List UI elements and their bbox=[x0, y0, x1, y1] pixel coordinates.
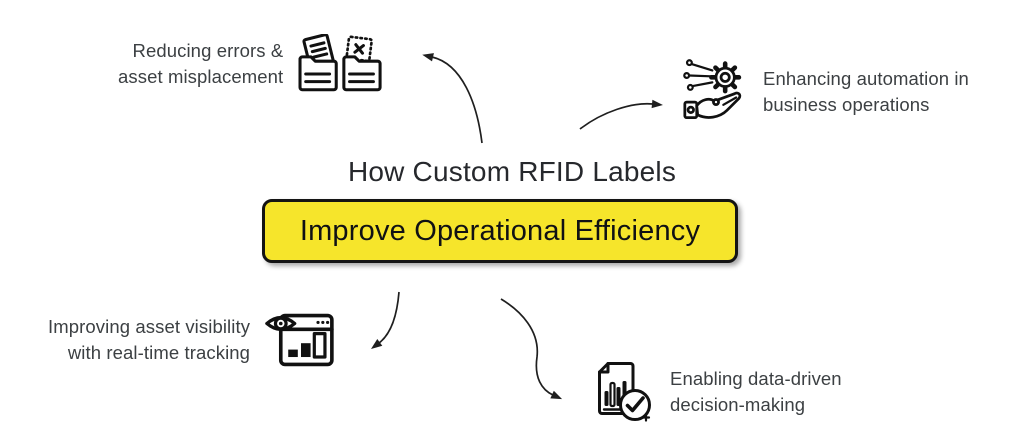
highlight-banner: Improve Operational Efficiency bbox=[262, 199, 738, 263]
hand-gear-icon bbox=[683, 57, 749, 127]
arrow-to-enabling-decisions bbox=[500, 298, 563, 400]
item-enhancing-automation-label: Enhancing automation in business operati… bbox=[763, 68, 969, 115]
arrow-to-improving-visibility bbox=[371, 291, 400, 350]
highlight-banner-label: Improve Operational Efficiency bbox=[299, 214, 701, 247]
item-enhancing-automation: Enhancing automation in business operati… bbox=[683, 56, 969, 128]
arrow-to-reducing-errors bbox=[422, 53, 483, 144]
item-enabling-decisions-label: Enabling data-driven decision-making bbox=[670, 368, 842, 415]
eye-analytics-window-icon bbox=[264, 307, 338, 373]
arrow-to-enhancing-automation bbox=[579, 99, 663, 130]
item-enabling-decisions: Enabling data-driven decision-making bbox=[588, 360, 842, 424]
report-checkmark-icon bbox=[588, 360, 656, 424]
diagram-title: How Custom RFID Labels bbox=[347, 156, 677, 187]
folders-missing-file-icon bbox=[297, 33, 385, 95]
item-reducing-errors: Reducing errors & asset misplacement bbox=[118, 33, 385, 95]
item-improving-visibility: Improving asset visibility with real-tim… bbox=[48, 306, 338, 374]
item-improving-visibility-label: Improving asset visibility with real-tim… bbox=[48, 316, 251, 363]
item-reducing-errors-label: Reducing errors & asset misplacement bbox=[118, 40, 284, 87]
